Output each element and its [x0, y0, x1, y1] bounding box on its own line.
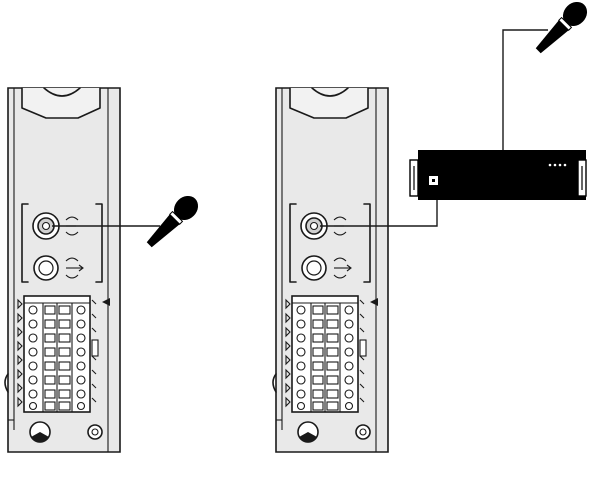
mixer-unit [410, 150, 586, 200]
microphone-icon [141, 191, 203, 253]
wall-panel-right [273, 88, 388, 452]
wall-panel-left [5, 88, 120, 452]
microphone-icon [530, 0, 591, 59]
